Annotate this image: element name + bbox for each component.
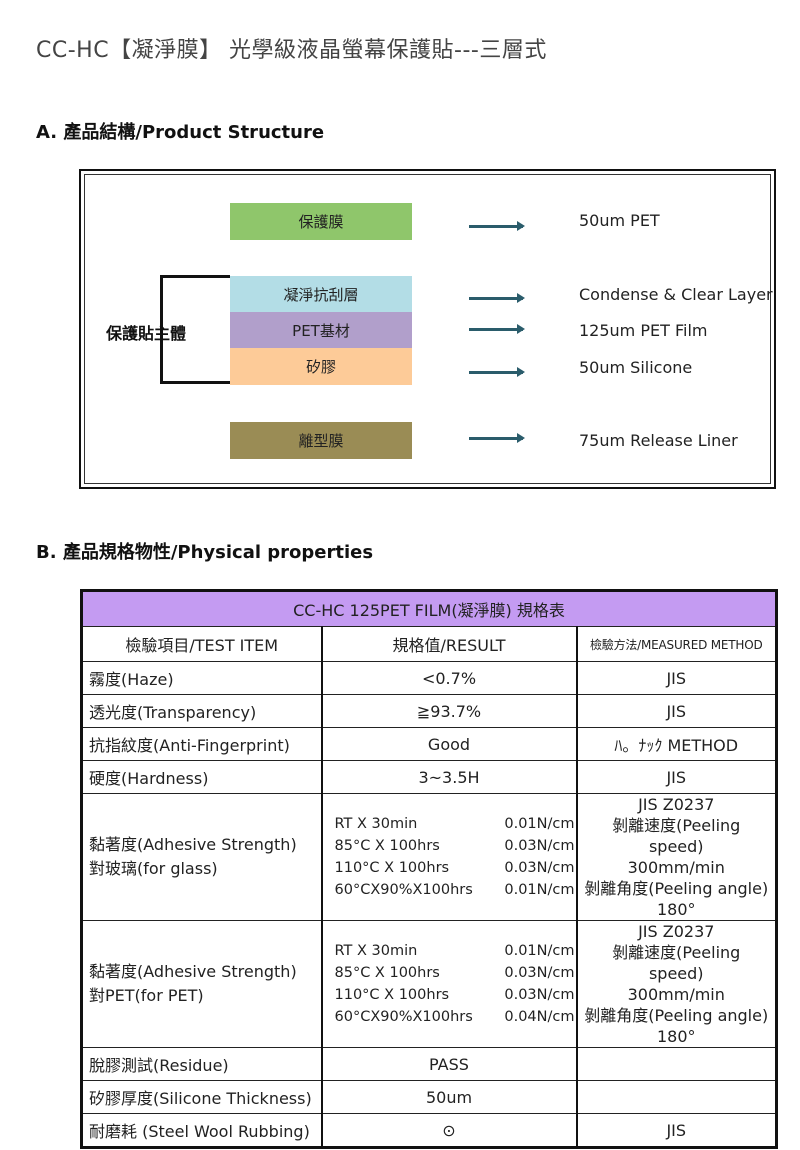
row-item: 硬度(Hardness) [81, 760, 322, 794]
layer-protective-film: 保護膜 [230, 203, 412, 240]
row-result: RT X 30min 0.01N/cm 85°C X 100hrs 0.03N/… [320, 793, 577, 921]
table-row: 抗指紋度(Anti-Fingerprint) Good ﾊ。ﾅｯｸ METHOD [81, 727, 777, 761]
row-item: 黏著度(Adhesive Strength) 對玻璃(for glass) [81, 793, 322, 921]
condition: 110°C X 100hrs [334, 987, 450, 1003]
row-result: ⊙ [320, 1113, 577, 1148]
table-row-adhesion-glass: 黏著度(Adhesive Strength) 對玻璃(for glass) RT… [81, 793, 777, 921]
condition: 85°C X 100hrs [334, 965, 440, 981]
spec-table: CC-HC 125PET FILM(凝淨膜) 規格表 檢驗項目/TEST ITE… [80, 589, 778, 1149]
arrow-right-icon [469, 367, 525, 377]
structure-diagram-inner-frame [84, 174, 771, 484]
method-line: 180° [656, 900, 696, 919]
table-caption: CC-HC 125PET FILM(凝淨膜) 規格表 [81, 590, 777, 627]
row-result: PASS [320, 1047, 577, 1081]
method-line: 剝離速度(Peeling speed) [612, 816, 741, 856]
value: 0.04N/cm [504, 1009, 575, 1025]
layer-silicone: 矽膠 [230, 348, 412, 385]
row-result: <0.7% [320, 661, 577, 695]
section-a-heading: A. 產品結構/Product Structure [36, 122, 325, 143]
main-body-bracket [160, 275, 230, 384]
condition: 60°CX90%X100hrs [334, 882, 473, 898]
row-method: JIS [575, 661, 777, 695]
condition: RT X 30min [334, 816, 418, 832]
method-line: 300mm/min [627, 985, 725, 1004]
spec-pet-base: 125um PET Film [579, 321, 708, 340]
row-item: 矽膠厚度(Silicone Thickness) [81, 1080, 322, 1114]
method-line: JIS Z0237 [638, 795, 715, 814]
spec-condense-clear: Condense & Clear Layer [579, 285, 773, 304]
header-test-item: 檢驗項目/TEST ITEM [81, 626, 322, 662]
section-b-heading: B. 產品規格物性/Physical properties [36, 542, 374, 563]
row-result: 3~3.5H [320, 760, 577, 794]
value: 0.03N/cm [504, 987, 575, 1003]
page-title: CC-HC【凝淨膜】 光學級液晶螢幕保護貼---三層式 [36, 38, 547, 63]
spec-protective-film: 50um PET [579, 211, 660, 230]
condition: 60°CX90%X100hrs [334, 1009, 473, 1025]
value: 0.03N/cm [504, 860, 575, 876]
row-item-line2: 對PET(for PET) [89, 986, 204, 1005]
arrow-right-icon [469, 293, 525, 303]
row-item: 抗指紋度(Anti-Fingerprint) [81, 727, 322, 761]
row-item: 透光度(Transparency) [81, 694, 322, 728]
row-method: JIS [575, 760, 777, 794]
value: 0.03N/cm [504, 965, 575, 981]
main-body-label: 保護貼主體 [106, 324, 187, 343]
header-method: 檢驗方法/MEASURED METHOD [575, 626, 777, 662]
row-result: ≧93.7% [320, 694, 577, 728]
condition: RT X 30min [334, 943, 418, 959]
table-row: 耐磨耗 (Steel Wool Rubbing) ⊙ JIS [81, 1113, 777, 1148]
row-item: 脫膠測試(Residue) [81, 1047, 322, 1081]
arrow-right-icon [469, 433, 525, 443]
value: 0.01N/cm [504, 882, 575, 898]
row-result: RT X 30min 0.01N/cm 85°C X 100hrs 0.03N/… [320, 920, 577, 1048]
condition: 85°C X 100hrs [334, 838, 440, 854]
spec-release-liner: 75um Release Liner [579, 431, 738, 450]
table-row: 硬度(Hardness) 3~3.5H JIS [81, 760, 777, 794]
method-line: 300mm/min [627, 858, 725, 877]
method-line: JIS Z0237 [638, 922, 715, 941]
row-method: JIS Z0237 剝離速度(Peeling speed) 300mm/min … [575, 793, 777, 921]
row-item: 黏著度(Adhesive Strength) 對PET(for PET) [81, 920, 322, 1048]
table-row: 矽膠厚度(Silicone Thickness) 50um [81, 1080, 777, 1114]
row-method: JIS Z0237 剝離速度(Peeling speed) 300mm/min … [575, 920, 777, 1048]
row-item-line1: 黏著度(Adhesive Strength) [89, 835, 297, 854]
row-method: ﾊ。ﾅｯｸ METHOD [575, 727, 777, 761]
row-result: 50um [320, 1080, 577, 1114]
method-line: 剝離角度(Peeling angle) [584, 879, 769, 898]
method-line: 180° [656, 1027, 696, 1046]
row-method [575, 1047, 777, 1081]
row-item: 耐磨耗 (Steel Wool Rubbing) [81, 1113, 322, 1148]
layer-release-liner: 離型膜 [230, 422, 412, 459]
table-row: 脫膠測試(Residue) PASS [81, 1047, 777, 1081]
header-result: 規格值/RESULT [320, 626, 577, 662]
value: 0.01N/cm [504, 816, 575, 832]
condition: 110°C X 100hrs [334, 860, 450, 876]
method-line: 剝離速度(Peeling speed) [612, 943, 741, 983]
row-result: Good [320, 727, 577, 761]
arrow-right-icon [469, 324, 525, 334]
method-line: 剝離角度(Peeling angle) [584, 1006, 769, 1025]
table-row: 霧度(Haze) <0.7% JIS [81, 661, 777, 695]
row-method: JIS [575, 694, 777, 728]
table-row-adhesion-pet: 黏著度(Adhesive Strength) 對PET(for PET) RT … [81, 920, 777, 1048]
spec-silicone: 50um Silicone [579, 358, 693, 377]
row-method [575, 1080, 777, 1114]
layer-pet-base: PET基材 [230, 312, 412, 349]
arrow-right-icon [469, 221, 525, 231]
layer-condense-clear: 凝淨抗刮層 [230, 276, 412, 313]
value: 0.03N/cm [504, 838, 575, 854]
row-item-line2: 對玻璃(for glass) [89, 859, 218, 878]
row-item-line1: 黏著度(Adhesive Strength) [89, 962, 297, 981]
value: 0.01N/cm [504, 943, 575, 959]
row-item: 霧度(Haze) [81, 661, 322, 695]
structure-diagram-frame [79, 169, 776, 489]
table-row: 透光度(Transparency) ≧93.7% JIS [81, 694, 777, 728]
row-method: JIS [575, 1113, 777, 1148]
